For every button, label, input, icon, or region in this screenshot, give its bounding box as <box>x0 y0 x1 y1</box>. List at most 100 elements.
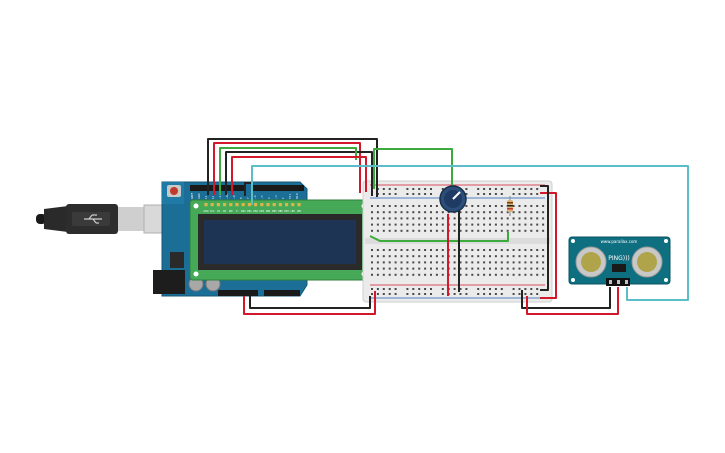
breadboard-hole[interactable] <box>441 293 444 295</box>
breadboard-hole[interactable] <box>400 267 403 270</box>
breadboard-hole[interactable] <box>435 249 438 251</box>
power-header[interactable] <box>218 290 258 296</box>
breadboard-hole[interactable] <box>435 255 438 258</box>
breadboard-hole[interactable] <box>376 267 379 270</box>
breadboard-hole[interactable] <box>530 223 533 226</box>
breadboard-hole[interactable] <box>524 188 527 190</box>
breadboard-hole[interactable] <box>430 255 432 258</box>
breadboard-hole[interactable] <box>518 205 521 207</box>
lcd-pin[interactable] <box>297 203 301 207</box>
breadboard-hole[interactable] <box>424 293 427 295</box>
breadboard-hole[interactable] <box>477 205 480 207</box>
breadboard-hole[interactable] <box>430 261 432 264</box>
breadboard-hole[interactable] <box>371 267 373 270</box>
breadboard-hole[interactable] <box>435 261 438 264</box>
breadboard-hole[interactable] <box>400 255 403 258</box>
breadboard-hole[interactable] <box>382 288 385 290</box>
breadboard-hole[interactable] <box>382 293 385 295</box>
breadboard-hole[interactable] <box>477 267 480 270</box>
breadboard-hole[interactable] <box>441 288 444 290</box>
breadboard-hole[interactable] <box>477 293 480 295</box>
breadboard-hole[interactable] <box>524 293 527 295</box>
breadboard-hole[interactable] <box>459 267 462 270</box>
wire-red-sensor-vcc[interactable] <box>526 287 619 315</box>
breadboard-hole[interactable] <box>418 223 421 226</box>
breadboard-hole[interactable] <box>394 255 397 258</box>
breadboard-hole[interactable] <box>406 267 409 270</box>
breadboard-hole[interactable] <box>512 229 515 232</box>
breadboard-hole[interactable] <box>512 267 515 270</box>
breadboard-hole[interactable] <box>412 217 415 220</box>
breadboard-hole[interactable] <box>536 188 539 190</box>
breadboard-hole[interactable] <box>477 193 480 195</box>
breadboard-hole[interactable] <box>477 273 480 276</box>
breadboard-hole[interactable] <box>524 223 527 226</box>
breadboard-hole[interactable] <box>524 255 527 258</box>
breadboard-hole[interactable] <box>388 293 391 295</box>
analog-header[interactable] <box>264 290 300 296</box>
breadboard-hole[interactable] <box>435 223 438 226</box>
breadboard-hole[interactable] <box>394 273 397 276</box>
breadboard-hole[interactable] <box>489 211 491 214</box>
lcd-pin[interactable] <box>210 203 214 207</box>
wire-green-pot[interactable] <box>373 148 453 196</box>
breadboard-hole[interactable] <box>459 211 462 214</box>
breadboard-hole[interactable] <box>494 188 497 190</box>
breadboard-hole[interactable] <box>412 255 415 258</box>
breadboard-hole[interactable] <box>388 193 391 195</box>
breadboard-hole[interactable] <box>418 229 421 232</box>
breadboard-hole[interactable] <box>494 249 497 251</box>
breadboard-hole[interactable] <box>465 288 468 290</box>
wire-green-contrast[interactable] <box>369 232 509 242</box>
reset-button[interactable] <box>170 187 178 195</box>
breadboard-hole[interactable] <box>477 188 480 190</box>
breadboard-hole[interactable] <box>430 193 432 195</box>
breadboard-hole[interactable] <box>400 229 403 232</box>
breadboard-hole[interactable] <box>412 288 415 290</box>
usb-cable[interactable] <box>36 204 183 234</box>
breadboard-hole[interactable] <box>388 188 391 190</box>
breadboard-hole[interactable] <box>371 261 373 264</box>
breadboard-hole[interactable] <box>371 255 373 258</box>
breadboard-hole[interactable] <box>530 229 533 232</box>
breadboard-hole[interactable] <box>453 267 456 270</box>
breadboard-hole[interactable] <box>424 261 427 264</box>
breadboard-hole[interactable] <box>441 249 444 251</box>
wire-cyan-signal[interactable] <box>251 165 689 301</box>
wire-black-bottom[interactable] <box>249 296 371 309</box>
breadboard-hole[interactable] <box>418 249 421 251</box>
breadboard-hole[interactable] <box>477 229 480 232</box>
breadboard-hole[interactable] <box>471 249 474 251</box>
breadboard-hole[interactable] <box>530 211 533 214</box>
lcd-pin[interactable] <box>235 203 239 207</box>
breadboard-hole[interactable] <box>424 229 427 232</box>
breadboard-hole[interactable] <box>388 249 391 251</box>
breadboard-hole[interactable] <box>494 273 497 276</box>
breadboard-hole[interactable] <box>418 205 421 207</box>
breadboard-hole[interactable] <box>536 223 539 226</box>
breadboard-hole[interactable] <box>382 267 385 270</box>
lcd-pin[interactable] <box>247 203 251 207</box>
breadboard-hole[interactable] <box>542 249 545 251</box>
breadboard-hole[interactable] <box>382 193 385 195</box>
breadboard-hole[interactable] <box>530 217 533 220</box>
lcd-pin[interactable] <box>272 203 276 207</box>
breadboard-hole[interactable] <box>388 223 391 226</box>
breadboard-hole[interactable] <box>376 211 379 214</box>
breadboard-hole[interactable] <box>500 255 503 258</box>
breadboard-hole[interactable] <box>477 288 480 290</box>
breadboard-hole[interactable] <box>412 205 415 207</box>
breadboard-hole[interactable] <box>406 293 409 295</box>
breadboard-hole[interactable] <box>512 205 515 207</box>
breadboard-hole[interactable] <box>483 223 486 226</box>
breadboard-hole[interactable] <box>489 229 491 232</box>
breadboard-holes[interactable] <box>371 188 545 295</box>
breadboard-hole[interactable] <box>406 223 409 226</box>
breadboard-hole[interactable] <box>494 261 497 264</box>
breadboard-hole[interactable] <box>394 193 397 195</box>
breadboard-hole[interactable] <box>424 205 427 207</box>
breadboard-hole[interactable] <box>424 249 427 251</box>
breadboard-hole[interactable] <box>477 223 480 226</box>
breadboard-hole[interactable] <box>394 288 397 290</box>
breadboard-hole[interactable] <box>542 211 545 214</box>
